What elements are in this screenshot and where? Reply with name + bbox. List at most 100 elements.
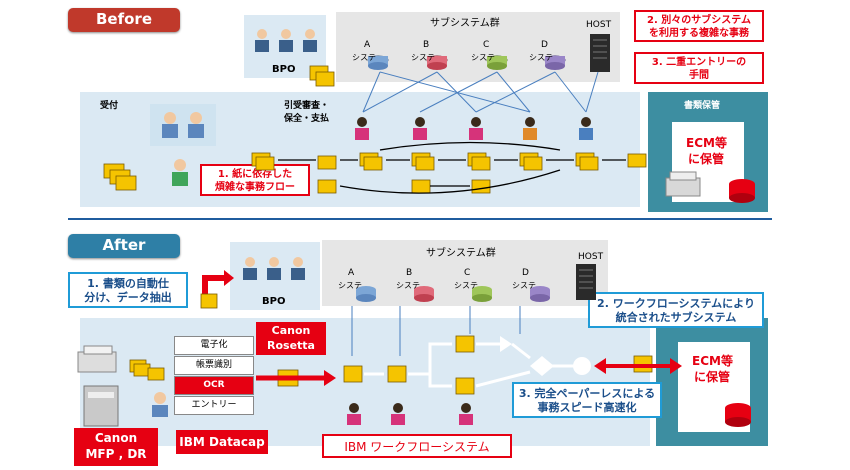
- before-subsystem-title: サブシステム群: [430, 18, 500, 29]
- after-note-3: 3. 完全ペーパーレスによる 事務スピード高速化: [512, 382, 662, 418]
- after-bpo-people-icon: [243, 257, 305, 280]
- after-system-c-letter: C: [464, 268, 471, 278]
- canon-mfp-line1: Canon: [94, 431, 138, 445]
- before-database-a-icon: [367, 55, 389, 70]
- stack-item-digitize: 電子化: [174, 336, 254, 355]
- before-bpo-document-icon: [309, 65, 335, 87]
- after-ecm-label-1: ECM等: [692, 354, 733, 368]
- after-workflow-end-node: [573, 357, 591, 375]
- after-ingest-arrow-icon: [256, 369, 336, 387]
- function-stack: 電子化 帳票識別 OCR エントリー: [174, 336, 254, 420]
- before-system-b-letter: B: [423, 40, 430, 50]
- stack-item-form-id: 帳票識別: [174, 356, 254, 375]
- before-note-2: 2. 別々のサブシステム を利用する複雑な事務: [634, 10, 764, 42]
- canon-rosetta-line1: Canon: [271, 324, 311, 337]
- before-note-3-line1: 3. 二重エントリーの: [651, 57, 747, 68]
- before-stage-label: Before: [68, 8, 180, 32]
- after-workflow-person-icon: [347, 403, 473, 425]
- before-subsystem-panel: [336, 12, 620, 82]
- after-system-a-letter: A: [348, 268, 355, 278]
- before-system-b-label: システ: [411, 53, 435, 62]
- after-ecm-double-arrow-icon: [594, 358, 682, 374]
- canon-mfp-box: Canon MFP , DR: [74, 428, 158, 466]
- before-bpo-label: BPO: [272, 64, 296, 75]
- after-server-icon: [576, 264, 596, 300]
- before-doc-storage-label: 書類保管: [684, 101, 721, 111]
- before-system-arrows: [362, 71, 599, 113]
- before-host-label: HOST: [586, 20, 612, 30]
- before-system-a-label: システ: [352, 53, 376, 62]
- after-system-d-letter: D: [522, 268, 529, 278]
- before-ecm-label-2: に保管: [688, 152, 725, 166]
- before-callcenter-photo: [150, 104, 216, 146]
- before-review-label-2: 保全・支払: [284, 114, 330, 124]
- after-scanner-doc-icon: [129, 359, 165, 381]
- ibm-workflow-label: IBM ワークフローシステム: [322, 434, 512, 458]
- before-system-c-label: システ: [471, 53, 495, 62]
- after-bpo-arrow-icon: [200, 270, 234, 309]
- after-bpo-label: BPO: [262, 296, 286, 307]
- after-system-d-label: システ: [512, 281, 536, 290]
- after-note-1: 1. 書類の自動仕 分け、データ抽出: [68, 272, 188, 308]
- before-note-1-line2: 煩雑な事務フロー: [215, 182, 295, 193]
- before-staff-person-icon: [172, 117, 593, 186]
- after-note-2-line1: 2. ワークフローシステムにより: [597, 297, 755, 310]
- after-system-b-label: システ: [396, 281, 420, 290]
- after-ecm-label-2: に保管: [694, 370, 731, 384]
- before-database-c-icon: [486, 55, 508, 70]
- after-host-label: HOST: [578, 252, 604, 262]
- before-note-1-line1: 1. 紙に依存した: [217, 169, 293, 180]
- after-system-a-label: システ: [338, 281, 362, 290]
- stack-item-ocr: OCR: [174, 376, 254, 395]
- before-system-a-letter: A: [364, 40, 371, 50]
- after-workflow-gateway-arrow: [500, 336, 512, 352]
- after-note-2: 2. ワークフローシステムにより 統合されたサブシステム: [588, 292, 764, 328]
- before-review-label-1: 引受審査・: [284, 101, 330, 111]
- canon-rosetta-box: Canon Rosetta: [256, 322, 326, 355]
- canon-rosetta-line2: Rosetta: [267, 339, 315, 352]
- after-note-3-line2: 事務スピード高速化: [537, 401, 637, 414]
- after-note-3-line1: 3. 完全ペーパーレスによる: [518, 387, 656, 400]
- before-scanner-icon: [665, 171, 701, 197]
- after-system-c-label: システ: [454, 281, 478, 290]
- before-note-3: 3. 二重エントリーの 手間: [634, 52, 764, 84]
- before-flow-arrows: [278, 141, 626, 194]
- after-note-1-line2: 分け、データ抽出: [84, 291, 172, 304]
- section-divider: [68, 218, 772, 220]
- before-document-icon: [103, 152, 647, 194]
- before-server-icon: [590, 34, 610, 72]
- after-system-b-letter: B: [406, 268, 413, 278]
- before-note-3-line2: 手間: [689, 70, 709, 81]
- canon-mfp-line2: MFP , DR: [85, 447, 147, 461]
- after-database-c-icon: [472, 286, 492, 302]
- before-system-c-letter: C: [483, 40, 490, 50]
- before-bpo-people-icon: [255, 29, 317, 52]
- before-reception-label: 受付: [100, 101, 119, 111]
- after-note-1-line1: 1. 書類の自動仕: [87, 277, 169, 290]
- after-database-a-icon: [356, 286, 376, 302]
- before-storage-database-icon: [729, 179, 755, 203]
- after-database-d-icon: [530, 286, 550, 302]
- before-note-2-line1: 2. 別々のサブシステム: [647, 15, 751, 26]
- before-note-2-line2: を利用する複雑な事務: [649, 28, 749, 39]
- before-database-b-icon: [426, 55, 448, 70]
- after-database-b-icon: [414, 286, 434, 302]
- before-ecm-label-1: ECM等: [686, 136, 727, 150]
- after-subsystem-title: サブシステム群: [426, 248, 496, 259]
- stack-item-entry: エントリー: [174, 396, 254, 415]
- after-stage-label: After: [68, 234, 180, 258]
- after-note-2-line2: 統合されたサブシステム: [615, 311, 737, 324]
- before-database-d-icon: [544, 55, 566, 70]
- after-operator-person-icon: [152, 392, 168, 417]
- before-system-d-label: システ: [529, 53, 553, 62]
- after-workflow-arrows: [364, 342, 574, 388]
- before-note-1: 1. 紙に依存した 煩雑な事務フロー: [200, 164, 310, 196]
- after-mfp-icon: [77, 345, 119, 427]
- after-ecm-database-icon: [725, 403, 751, 427]
- after-system-connectors: [351, 306, 521, 356]
- after-workflow-gateway-diamond: [530, 356, 554, 376]
- before-system-d-letter: D: [541, 40, 548, 50]
- before-diagram-svg: [103, 29, 755, 203]
- ibm-datacap-box: IBM Datacap: [176, 430, 268, 454]
